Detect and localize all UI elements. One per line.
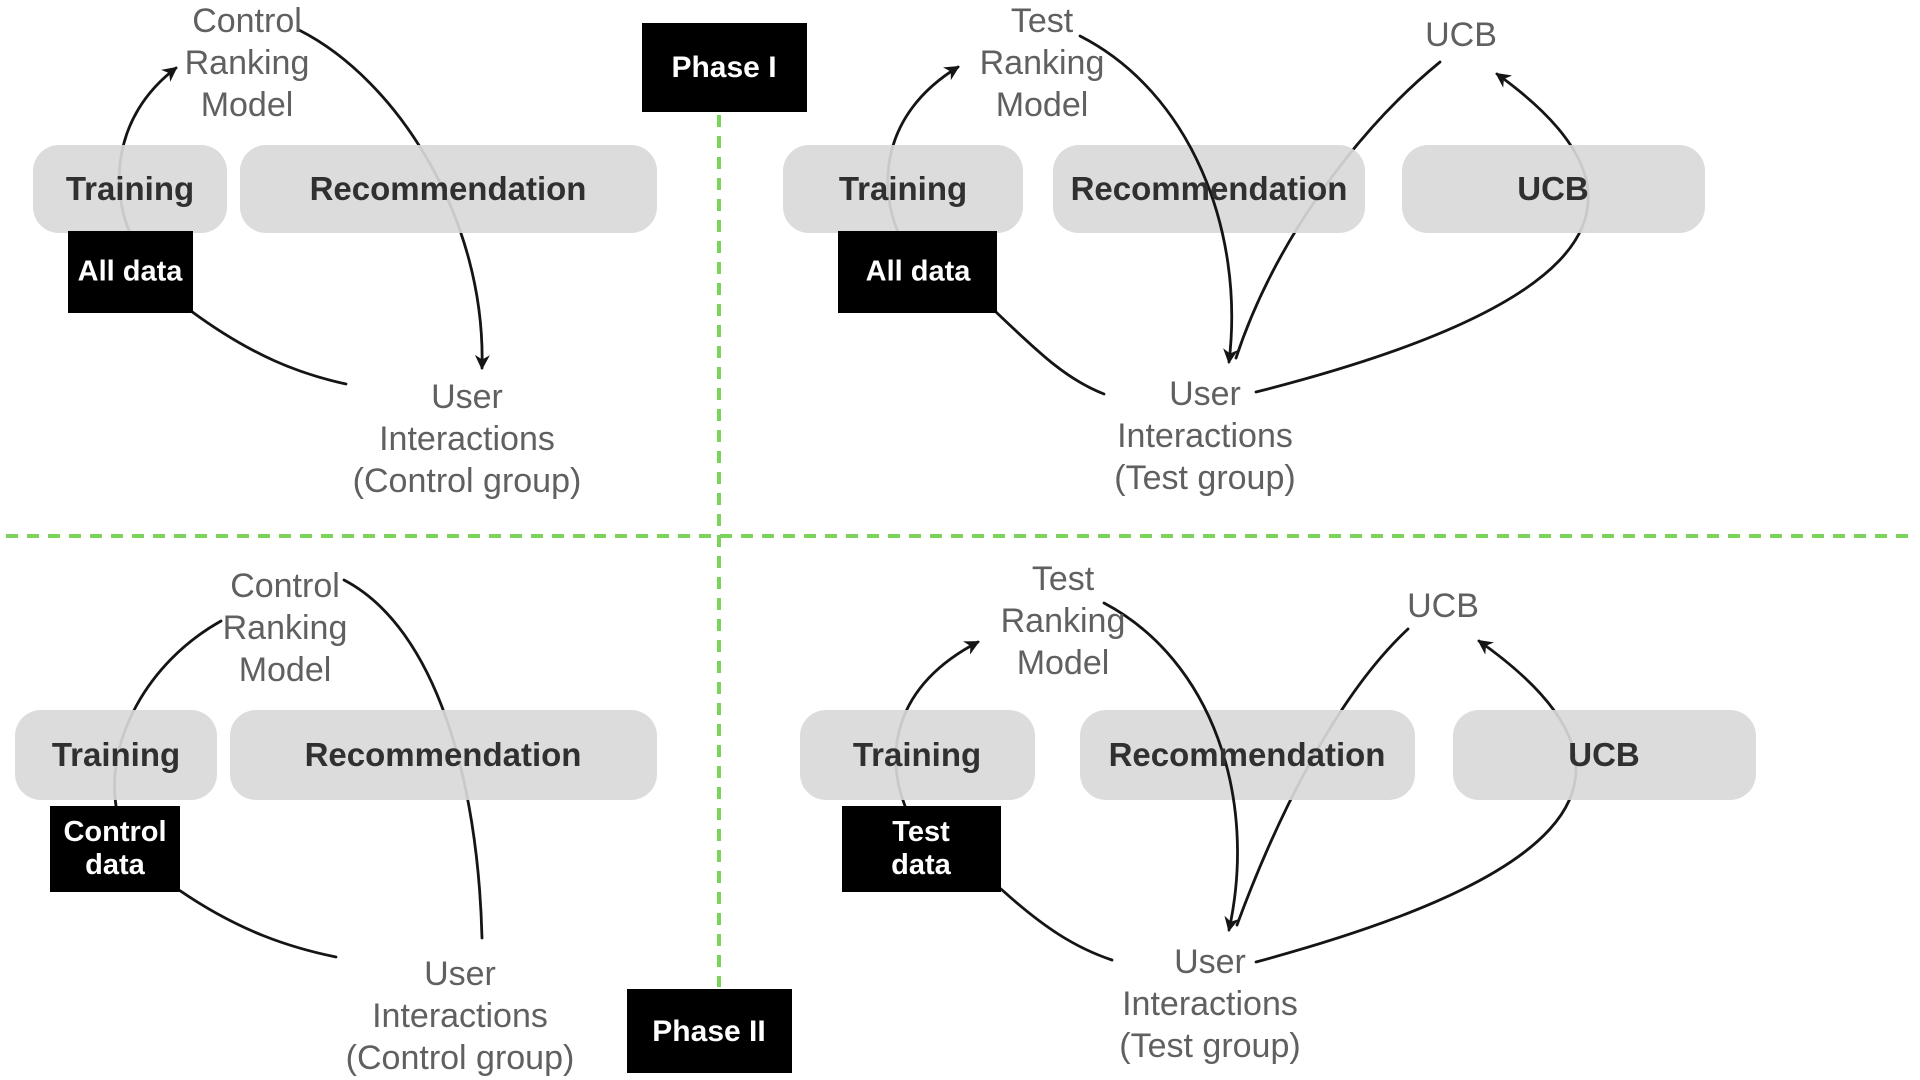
tr-user-interactions-label: User Interactions (Test group) [1114,375,1296,497]
br-training-label: Training [852,736,982,773]
tl-user-interactions-label: User Interactions (Control group) [352,378,582,500]
bl-recommendation-label: Recommendation [304,736,582,773]
tr-all-data-label: All data [865,255,971,288]
bl-ranking-model-label: Control Ranking Model [222,567,348,689]
tl-all-data-label: All data [77,255,183,288]
br-ucb-box-label: UCB [1568,736,1640,773]
tl-training-box [33,145,227,233]
tr-ucb-box [1402,145,1705,233]
br-training-box [800,710,1035,800]
tl-all-data-box [68,231,193,313]
phase-1-badge [642,23,807,112]
bl-training-box [15,710,217,800]
br-recommendation-label: Recommendation [1108,736,1386,773]
bl-recommendation-box [230,710,657,800]
bl-user-interactions-label: User Interactions (Control group) [345,955,575,1077]
tl-ranking-model-label: Control Ranking Model [184,2,310,124]
tr-training-box [783,145,1023,233]
phase-2-badge [627,989,792,1073]
tr-all-data-box [838,231,997,313]
tr-ucb-box-label: UCB [1517,170,1589,207]
phase-2-label: Phase II [652,1015,766,1048]
br-ranking-model-label: Test Ranking Model [1000,560,1126,682]
br-user-interactions-label: User Interactions (Test group) [1119,943,1301,1065]
tr-ucb-floating-label: UCB [1425,16,1497,54]
bl-control-data-box [50,806,180,892]
br-ucb-box [1453,710,1756,800]
br-ucb-floating-label: UCB [1407,587,1479,625]
bl-training-label: Training [51,736,181,773]
tr-ranking-model-label: Test Ranking Model [979,2,1105,124]
tl-training-label: Training [65,170,195,207]
phase-1-label: Phase I [671,51,777,84]
tl-recommendation-box [240,145,657,233]
br-test-data-box [842,806,1001,892]
tr-recommendation-label: Recommendation [1070,170,1348,207]
bl-control-data-label: Control data [63,816,167,881]
tl-recommendation-label: Recommendation [309,170,587,207]
br-test-data-label: Test data [891,816,951,881]
tr-training-label: Training [838,170,968,207]
